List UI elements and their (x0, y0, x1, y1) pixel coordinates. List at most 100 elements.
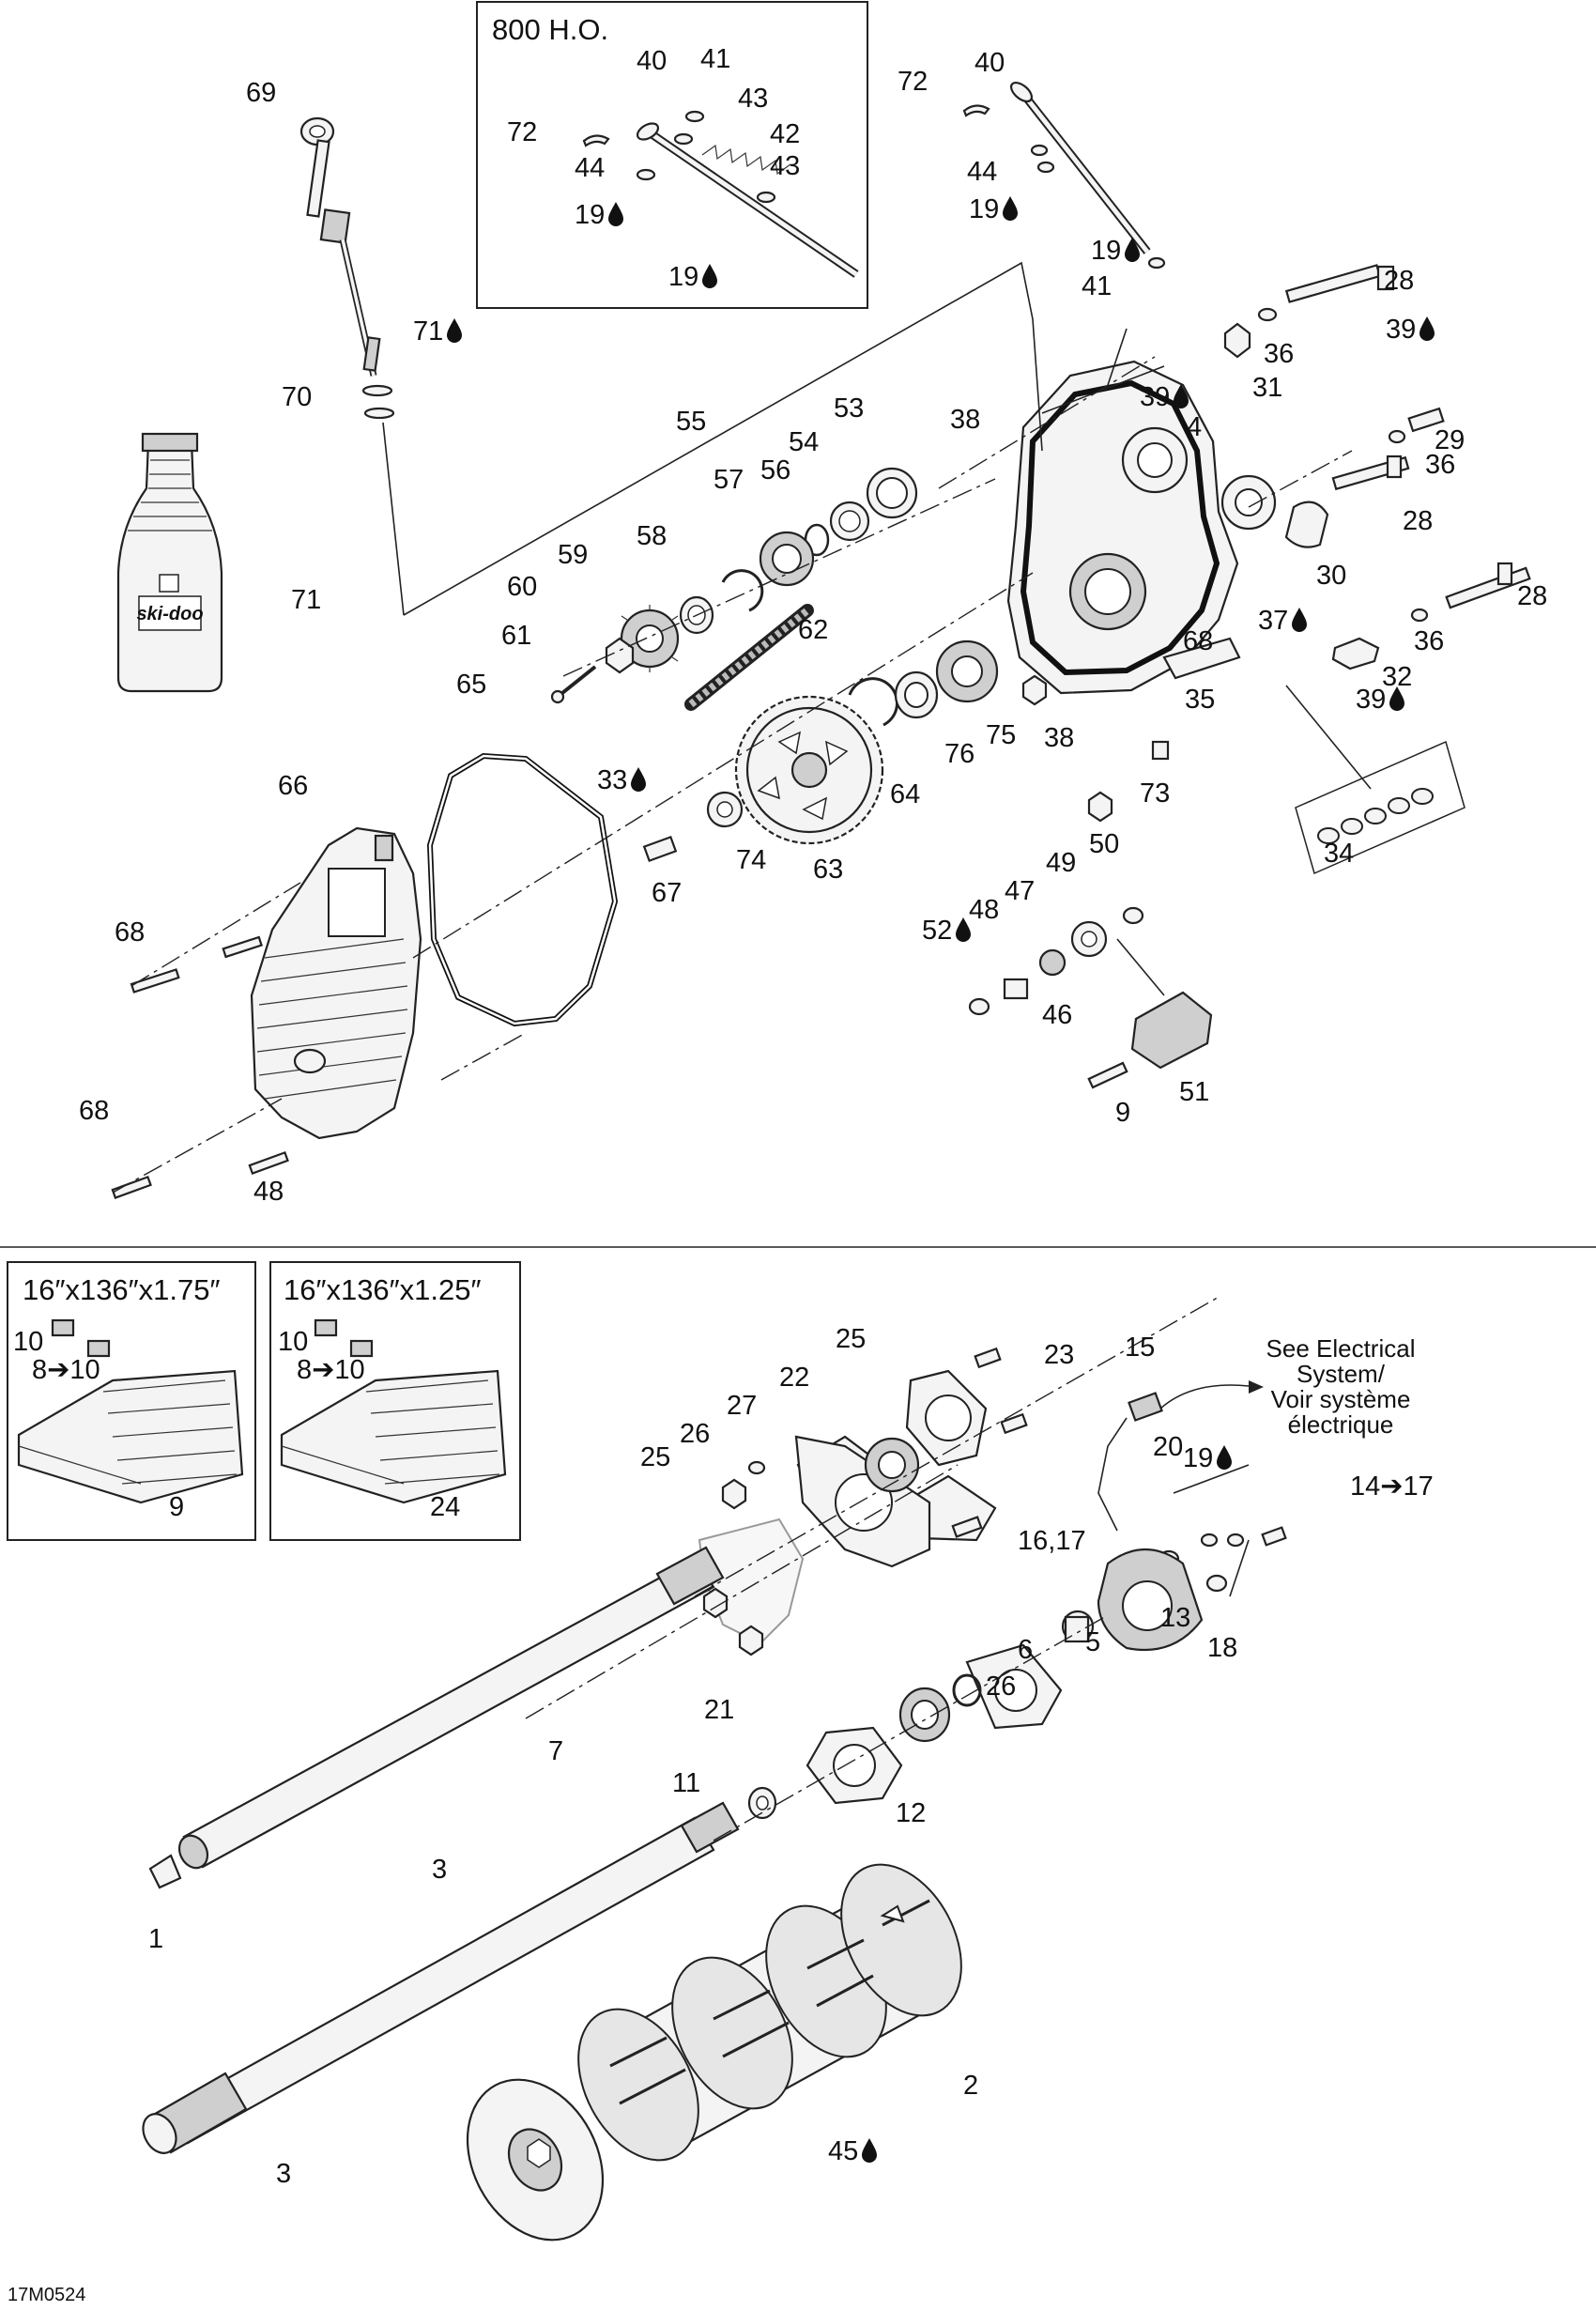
callout-number: 8➔10 (32, 1355, 100, 1385)
callout-72: 9 (169, 1492, 184, 1522)
callout-number: 9 (1115, 1098, 1130, 1128)
callout-64: 47 (1005, 876, 1035, 906)
callout-number: 26 (680, 1419, 710, 1449)
callout-52: 63 (813, 855, 843, 885)
oil-drop-icon (608, 202, 623, 226)
callout-number: 57 (714, 465, 744, 495)
callout-96: 1 (148, 1924, 163, 1954)
chaincase-cover (250, 826, 422, 1140)
callout-7: 43 (738, 84, 768, 114)
callout-number: 47 (1005, 876, 1035, 906)
callout-number: 67 (652, 878, 682, 908)
callout-2: 71 (413, 316, 462, 347)
callout-3: 71 (291, 585, 321, 615)
callout-number: 69 (246, 78, 276, 108)
callout-67: 46 (1042, 1000, 1072, 1030)
callout-88: 13 (1160, 1603, 1190, 1633)
callout-number: 2 (963, 2071, 978, 2101)
callout-90: 6 (1018, 1635, 1033, 1665)
callout-54: 76 (944, 739, 974, 769)
valve-rod-right (962, 81, 1166, 270)
callout-33: 39 (1356, 685, 1404, 715)
callout-42: 58 (637, 521, 667, 551)
callout-number: 42 (770, 119, 800, 149)
callout-36: 53 (834, 393, 864, 424)
electrical-note-line1: See Electrical (1266, 1334, 1416, 1363)
callout-14: 40 (974, 48, 1005, 78)
callout-91: 26 (986, 1672, 1016, 1702)
callout-25: 36 (1425, 450, 1455, 480)
callout-48: 66 (278, 771, 308, 801)
callout-63: 49 (1046, 848, 1076, 878)
drive-shaft-upper (148, 1546, 725, 1889)
axle-bearings (747, 1615, 1090, 1820)
callout-30: 36 (1414, 626, 1444, 656)
callout-number: 8➔10 (297, 1355, 365, 1385)
callout-40: 57 (714, 465, 744, 495)
callout-number: 49 (1046, 848, 1076, 878)
tensioner-group (968, 906, 1213, 1089)
callout-number: 7 (548, 1736, 563, 1766)
callout-12: 19 (668, 262, 717, 292)
callout-number: 38 (950, 405, 980, 435)
callout-97: 3 (432, 1855, 447, 1885)
callout-number: 59 (558, 540, 588, 570)
callout-number: 64 (890, 779, 920, 809)
callout-18: 41 (1082, 271, 1112, 301)
callout-13: 72 (898, 67, 928, 97)
callout-50: 67 (652, 878, 682, 908)
callout-47: 65 (456, 670, 486, 700)
callout-number: 29 (1435, 425, 1465, 455)
callout-number: 15 (1125, 1333, 1155, 1363)
callout-46: 62 (798, 615, 828, 645)
chaincase-housing (1006, 360, 1277, 695)
callout-number: 75 (986, 720, 1016, 750)
oil-drop-icon (1217, 1445, 1232, 1470)
callout-55: 75 (986, 720, 1016, 750)
callout-65: 48 (969, 895, 999, 925)
callout-49: 33 (597, 765, 646, 795)
callout-number: 28 (1517, 581, 1547, 611)
callout-26: 4 (1187, 412, 1202, 442)
callout-number: 25 (836, 1324, 866, 1354)
callout-71: 8➔10 (32, 1355, 100, 1385)
oil-drop-icon (1420, 316, 1435, 341)
callout-56: 38 (1044, 723, 1074, 753)
callout-number: 62 (798, 615, 828, 645)
oil-drop-icon (702, 264, 717, 288)
callout-68: 51 (1179, 1077, 1209, 1107)
callout-37: 38 (950, 405, 980, 435)
callout-44: 60 (507, 572, 537, 602)
callout-number: 44 (575, 153, 605, 183)
callout-number: 4 (1187, 412, 1202, 442)
callout-73: 10 (278, 1327, 308, 1357)
callout-number: 65 (456, 670, 486, 700)
callout-number: 41 (1082, 271, 1112, 301)
bottle-brand-label: ski-doo (136, 604, 203, 624)
callout-number: 5 (1085, 1627, 1100, 1657)
callout-24: 29 (1435, 425, 1465, 455)
callout-27: 28 (1403, 506, 1433, 536)
callout-number: 25 (640, 1442, 670, 1472)
callout-15: 44 (967, 157, 997, 187)
callout-79: 27 (727, 1391, 757, 1421)
callout-number: 72 (898, 67, 928, 97)
callout-number: 18 (1207, 1633, 1237, 1663)
callout-0: 69 (246, 78, 276, 108)
callout-number: 6 (1018, 1635, 1033, 1665)
callout-number: 21 (704, 1695, 734, 1725)
callout-5: 41 (700, 44, 730, 74)
callout-34: 35 (1185, 685, 1215, 715)
electrical-note: See Electrical System/ Voir système élec… (1159, 1334, 1416, 1439)
callout-number: 16,17 (1018, 1526, 1086, 1556)
oil-drop-icon (1292, 608, 1307, 632)
callout-60: 68 (115, 917, 145, 948)
callout-20: 36 (1264, 339, 1294, 369)
callout-number: 34 (1324, 839, 1354, 869)
callout-number: 13 (1160, 1603, 1190, 1633)
callout-31: 37 (1258, 606, 1307, 636)
callout-number: 66 (278, 771, 308, 801)
callout-41: 55 (676, 407, 706, 437)
callout-number: 43 (770, 151, 800, 181)
